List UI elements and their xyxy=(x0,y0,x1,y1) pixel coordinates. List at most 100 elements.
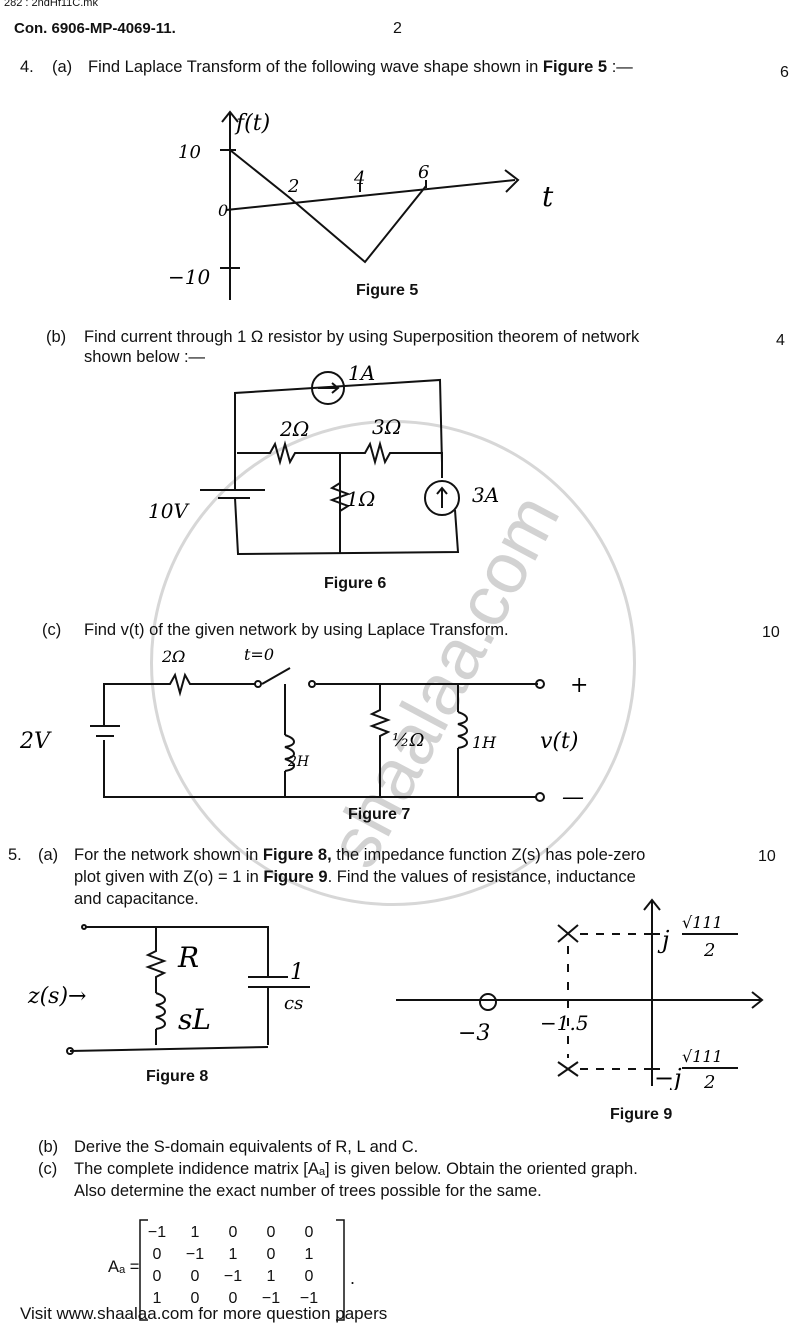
figure-6: 1A 2Ω 3Ω 10V 1Ω 3A xyxy=(148,361,499,556)
q4c-marks: 10 xyxy=(762,624,780,641)
fig8-caption: Figure 8 xyxy=(146,1068,209,1085)
matrix-brackets xyxy=(139,1219,345,1321)
watermark-circle xyxy=(150,420,636,906)
fig8-label-sL: sL xyxy=(178,1003,211,1036)
fig5-ytick-10: 10 xyxy=(178,142,201,163)
matrix-cell: 1 xyxy=(266,1268,276,1285)
matrix-period: . xyxy=(350,1268,356,1288)
footer-link[interactable]: Visit www.shaalaa.com for more question … xyxy=(20,1304,388,1323)
fig9-label-j: j xyxy=(657,926,670,954)
fig6-caption: Figure 6 xyxy=(324,575,387,592)
fig9-label-sqrt111-bottom: √111 xyxy=(682,1047,723,1066)
fig9-label-minus3: −3 xyxy=(458,1021,490,1046)
fig7-label-t0: t=0 xyxy=(244,645,274,664)
q4b-label: (b) xyxy=(46,328,67,346)
q5b-text: Derive the S-domain equivalents of R, L … xyxy=(74,1138,419,1156)
fig5-ytick-0: 0 xyxy=(218,201,228,220)
matrix-cell: 0 xyxy=(190,1290,200,1307)
matrix-row: 1 0 0 −1 −1 xyxy=(138,1288,328,1310)
fig6-label-1A: 1A xyxy=(348,361,375,385)
fig7-label-vt: v(t) xyxy=(540,729,578,754)
q4a-label: (a) xyxy=(52,58,73,76)
fig6-label-3A: 3A xyxy=(472,483,499,507)
fig5-xtick-4: 4 xyxy=(353,168,365,189)
matrix-cell: 1 xyxy=(304,1246,314,1263)
q4-number: 4. xyxy=(20,58,34,76)
q4b-marks: 4 xyxy=(776,332,785,349)
matrix-cell: 0 xyxy=(152,1268,162,1285)
fig9-label-2-top: 2 xyxy=(703,940,715,961)
figure-9: j √111 2 −j √111 2 −3 −1.5 xyxy=(396,898,764,1090)
q4b-line1: Find current through 1 Ω resistor by usi… xyxy=(84,328,640,346)
q5b-label: (b) xyxy=(38,1138,59,1156)
fig9-label-2-bottom: 2 xyxy=(703,1072,715,1090)
q4b-line2: shown below :— xyxy=(84,348,206,366)
q5a-marks: 10 xyxy=(758,848,776,865)
fig7-caption: Figure 7 xyxy=(348,806,411,823)
fig9-caption: Figure 9 xyxy=(610,1106,673,1123)
matrix-cell: 0 xyxy=(228,1224,238,1241)
fig8-label-R: R xyxy=(177,941,199,974)
q4a-marks: 6 xyxy=(780,64,789,81)
matrix-cell: 0 xyxy=(228,1290,238,1307)
fig5-caption: Figure 5 xyxy=(356,282,419,299)
fig7-label-minus: — xyxy=(562,785,584,810)
q5a-line1: For the network shown in Figure 8, the i… xyxy=(74,846,646,864)
q4c-label: (c) xyxy=(42,621,62,639)
q5c-label: (c) xyxy=(38,1160,58,1178)
matrix-cell: −1 xyxy=(147,1224,167,1241)
fig6-label-2ohm: 2Ω xyxy=(279,417,309,441)
q4c-text: Find v(t) of the given network by using … xyxy=(84,621,509,639)
fig8-label-1: 1 xyxy=(290,960,304,985)
matrix-cell: 1 xyxy=(228,1246,238,1263)
matrix-cell: −1 xyxy=(261,1290,281,1307)
matrix-cell: 0 xyxy=(304,1224,314,1241)
q4a-text: Find Laplace Transform of the following … xyxy=(88,58,633,76)
matrix-cell: 0 xyxy=(190,1268,200,1285)
matrix-cell: 0 xyxy=(266,1246,276,1263)
matrix-cell: 0 xyxy=(304,1268,314,1285)
fig8-label-cs: cs xyxy=(284,993,303,1014)
q5-number: 5. xyxy=(8,846,22,864)
matrix-row: 0 −1 1 0 1 xyxy=(138,1244,328,1266)
fig5-ylabel: f(t) xyxy=(234,111,270,136)
fig7-label-2H: 2H xyxy=(287,754,310,770)
matrix-cell: 0 xyxy=(152,1246,162,1263)
figure-5: f(t) t 10 0 −10 2 4 6 xyxy=(168,110,554,300)
fig9-label-minusj: −j xyxy=(654,1064,682,1090)
q5c-line2: Also determine the exact number of trees… xyxy=(74,1182,542,1200)
paper-code: Con. 6906-MP-4069-11. xyxy=(14,20,176,37)
fig7-label-2V: 2V xyxy=(19,729,52,754)
fig9-label-minus1-5: −1.5 xyxy=(540,1011,589,1035)
matrix-cell: 1 xyxy=(152,1290,162,1307)
fig5-ytick-minus10: −10 xyxy=(168,265,210,289)
file-tag: 282 : 2ndHf11C.mk xyxy=(4,0,98,9)
q5c-line1: The complete indidence matrix [Aₐ] is gi… xyxy=(74,1160,638,1178)
fig5-xlabel: t xyxy=(542,180,554,213)
q5a-line2: plot given with Z(o) = 1 in Figure 9. Fi… xyxy=(74,868,636,886)
fig5-xtick-2: 2 xyxy=(287,176,299,197)
fig7-label-plus: + xyxy=(570,673,588,698)
fig7-label-halfohm: ½Ω xyxy=(392,730,424,751)
matrix-name: Aₐ = xyxy=(108,1258,140,1276)
matrix-cell: 1 xyxy=(190,1224,200,1241)
fig6-label-1ohm: 1Ω xyxy=(346,487,375,511)
fig7-label-1H: 1H xyxy=(472,733,497,752)
q5a-line3: and capacitance. xyxy=(74,890,199,908)
matrix-cell: −1 xyxy=(185,1246,205,1263)
figure-8: R sL 1 cs z(s)→ xyxy=(27,924,310,1055)
matrix-row: 0 0 −1 1 0 xyxy=(138,1266,328,1288)
page-number: 2 xyxy=(393,20,402,37)
q5a-label: (a) xyxy=(38,846,59,864)
figure-7: 2Ω t=0 2V 2H ½Ω 1H v(t) + — xyxy=(19,645,588,810)
fig6-label-3ohm: 3Ω xyxy=(372,415,401,439)
matrix-cell: −1 xyxy=(299,1290,319,1307)
fig6-label-10V: 10V xyxy=(148,499,190,523)
fig5-xtick-6: 6 xyxy=(418,162,429,183)
fig7-label-2ohm: 2Ω xyxy=(161,647,185,666)
incidence-matrix: −1 1 0 0 0 0 −1 1 0 1 0 0 −1 1 0 1 0 0 −… xyxy=(138,1222,328,1310)
fig8-label-zs: z(s)→ xyxy=(27,984,86,1009)
matrix-cell: −1 xyxy=(223,1268,243,1285)
matrix-row: −1 1 0 0 0 xyxy=(138,1222,328,1244)
matrix-cell: 0 xyxy=(266,1224,276,1241)
